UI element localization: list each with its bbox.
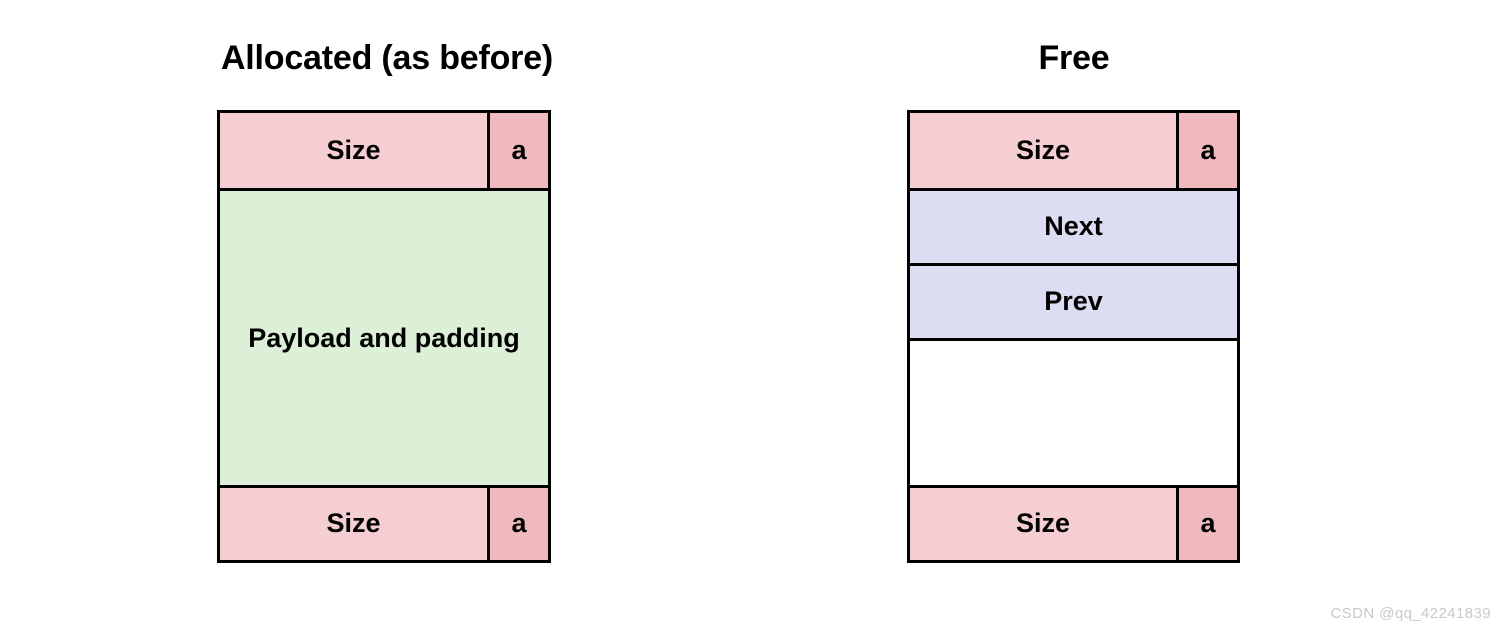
free-prev-pointer-cell: Prev bbox=[910, 266, 1237, 338]
allocated-block: Size a Payload and padding Size a bbox=[217, 110, 551, 563]
allocated-header-size-cell: Size bbox=[220, 113, 487, 188]
allocated-payload-row: Payload and padding bbox=[220, 191, 548, 485]
free-footer-row: Size a bbox=[910, 485, 1237, 560]
free-header-row: Size a bbox=[910, 113, 1237, 191]
free-prev-pointer-row: Prev bbox=[910, 266, 1237, 341]
allocated-payload-label: Payload and padding bbox=[248, 322, 520, 353]
free-header-alloc-flag-cell: a bbox=[1176, 113, 1237, 188]
free-header-size-cell: Size bbox=[910, 113, 1176, 188]
free-footer-alloc-flag-cell: a bbox=[1176, 488, 1237, 560]
allocated-header-row: Size a bbox=[220, 113, 548, 191]
allocated-block-title: Allocated (as before) bbox=[220, 39, 554, 77]
free-next-pointer-cell: Next bbox=[910, 191, 1237, 263]
free-unused-space-row bbox=[910, 341, 1237, 485]
allocated-footer-row: Size a bbox=[220, 485, 548, 560]
allocated-footer-alloc-flag-cell: a bbox=[487, 488, 548, 560]
allocated-footer-size-cell: Size bbox=[220, 488, 487, 560]
free-block-title: Free bbox=[1038, 39, 1110, 77]
free-next-pointer-row: Next bbox=[910, 191, 1237, 266]
allocated-header-alloc-flag-cell: a bbox=[487, 113, 548, 188]
allocated-payload-cell: Payload and padding bbox=[220, 191, 548, 485]
free-unused-space-cell bbox=[910, 341, 1237, 485]
csdn-watermark: CSDN @qq_42241839 bbox=[1330, 605, 1491, 622]
free-block: Size a Next Prev Size a bbox=[907, 110, 1240, 563]
free-footer-size-cell: Size bbox=[910, 488, 1176, 560]
